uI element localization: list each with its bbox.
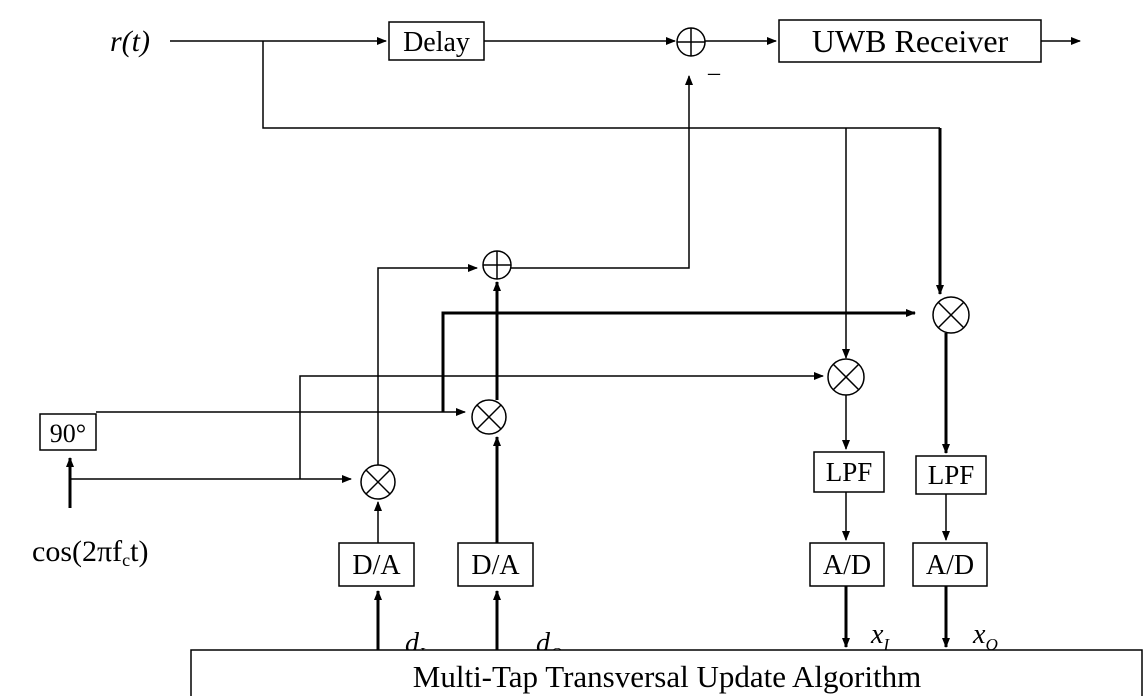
- ad-i-label: A/D: [823, 550, 871, 581]
- da-i-label: D/A: [352, 550, 401, 581]
- lpf-i-block: [813, 451, 885, 493]
- phase-shift-label: 90°: [50, 419, 86, 448]
- rt-branch-line: [262, 41, 940, 129]
- algorithm-label: Multi-Tap Transversal Update Algorithm: [413, 659, 921, 694]
- ad-q-label: A/D: [926, 550, 974, 581]
- i-mixer-icon: [827, 358, 865, 396]
- dq-mixer-icon: [471, 399, 507, 435]
- svg-text:cos(2πfct): cos(2πfct): [32, 535, 148, 570]
- q-mixer-icon: [932, 296, 970, 334]
- lpf-q-label: LPF: [928, 460, 975, 490]
- phase-shift-block: [39, 413, 97, 451]
- sin-to-q-mixer-line: [441, 309, 916, 412]
- delay-label: Delay: [403, 27, 470, 58]
- di-mixer-to-summer-line: [377, 264, 478, 465]
- algorithm-block: [190, 649, 1143, 696]
- da-q-block: [457, 542, 534, 587]
- di-mixer-icon: [360, 464, 396, 500]
- minus-sign-label: –: [707, 60, 721, 86]
- lpf-i-label: LPF: [826, 457, 873, 487]
- lpf-q-block: [915, 455, 987, 495]
- uwb-receiver-block: [778, 19, 1042, 63]
- ad-q-block: [912, 542, 988, 587]
- xq-label: xQ: [972, 619, 998, 654]
- output-summer-plus-icon: [676, 27, 706, 57]
- ad-i-block: [809, 542, 885, 587]
- feedback-summer-plus-icon: [482, 250, 512, 280]
- carrier-label: cos(2πfct): [32, 535, 148, 570]
- da-i-block: [338, 542, 415, 587]
- xi-label: xI: [870, 619, 890, 654]
- feedback-to-output-summer-line: [511, 75, 693, 269]
- input-rt-label: r(t): [110, 25, 150, 58]
- cos-to-i-mixer-line: [299, 372, 824, 479]
- da-q-label: D/A: [471, 550, 520, 581]
- uwb-receiver-label: UWB Receiver: [812, 23, 1009, 59]
